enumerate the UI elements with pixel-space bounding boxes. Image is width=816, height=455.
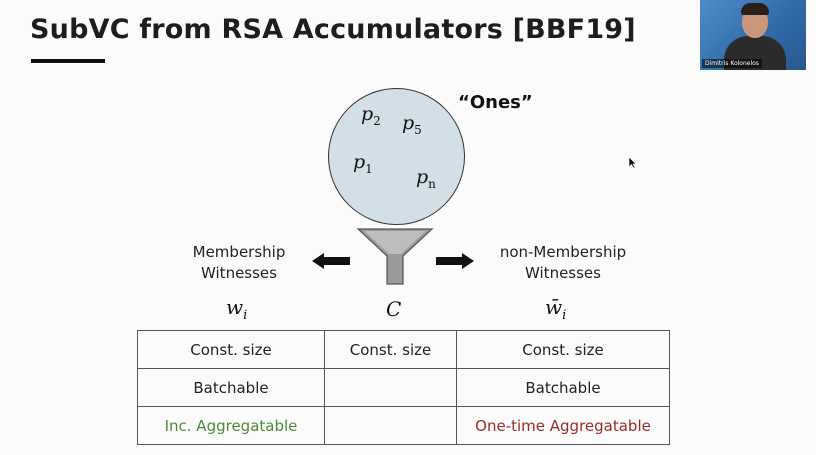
table-row: Inc. Aggregatable One-time Aggregatable	[137, 406, 670, 445]
table-cell: Const. size	[456, 330, 670, 369]
table-row: Batchable Batchable	[137, 368, 670, 407]
webcam-video[interactable]: Dimitris Kolonelos	[700, 0, 806, 70]
webcam-name-label: Dimitris Kolonelos	[702, 59, 762, 68]
table-cell: Batchable	[137, 368, 325, 407]
non-membership-witness-symbol: w̄i	[545, 295, 567, 323]
set-element: p5	[402, 112, 422, 137]
table-cell: Const. size	[324, 330, 457, 369]
table-cell: One-time Aggregatable	[456, 406, 670, 445]
membership-label: Membership Witnesses	[176, 242, 302, 284]
left-arrow-icon	[312, 253, 350, 269]
mouse-cursor-icon	[628, 156, 637, 169]
slide-title: SubVC from RSA Accumulators [BBF19]	[30, 14, 636, 45]
funnel-icon	[356, 228, 434, 285]
table-cell	[324, 406, 457, 445]
presenter-hair	[741, 3, 769, 15]
title-underline	[31, 59, 105, 63]
membership-label-line1: Membership	[192, 243, 286, 261]
table-cell: Inc. Aggregatable	[137, 406, 325, 445]
non-membership-label: non-Membership Witnesses	[480, 242, 646, 284]
properties-table: Const. size Const. size Const. size Batc…	[137, 330, 670, 445]
table-row: Const. size Const. size Const. size	[137, 330, 670, 369]
set-element: p1	[353, 151, 373, 176]
ones-label: “Ones”	[458, 92, 533, 113]
non-membership-label-line2: Witnesses	[525, 264, 601, 282]
set-element: pn	[416, 166, 436, 191]
membership-label-line2: Witnesses	[201, 264, 277, 282]
table-cell: Const. size	[137, 330, 325, 369]
table-cell: Batchable	[456, 368, 670, 407]
set-element: p2	[361, 103, 381, 128]
commitment-symbol: C	[386, 297, 402, 321]
table-cell	[324, 368, 457, 407]
non-membership-label-line1: non-Membership	[499, 243, 627, 261]
ones-set-circle	[328, 88, 465, 225]
membership-witness-symbol: wi	[226, 295, 248, 323]
right-arrow-icon	[436, 253, 474, 269]
